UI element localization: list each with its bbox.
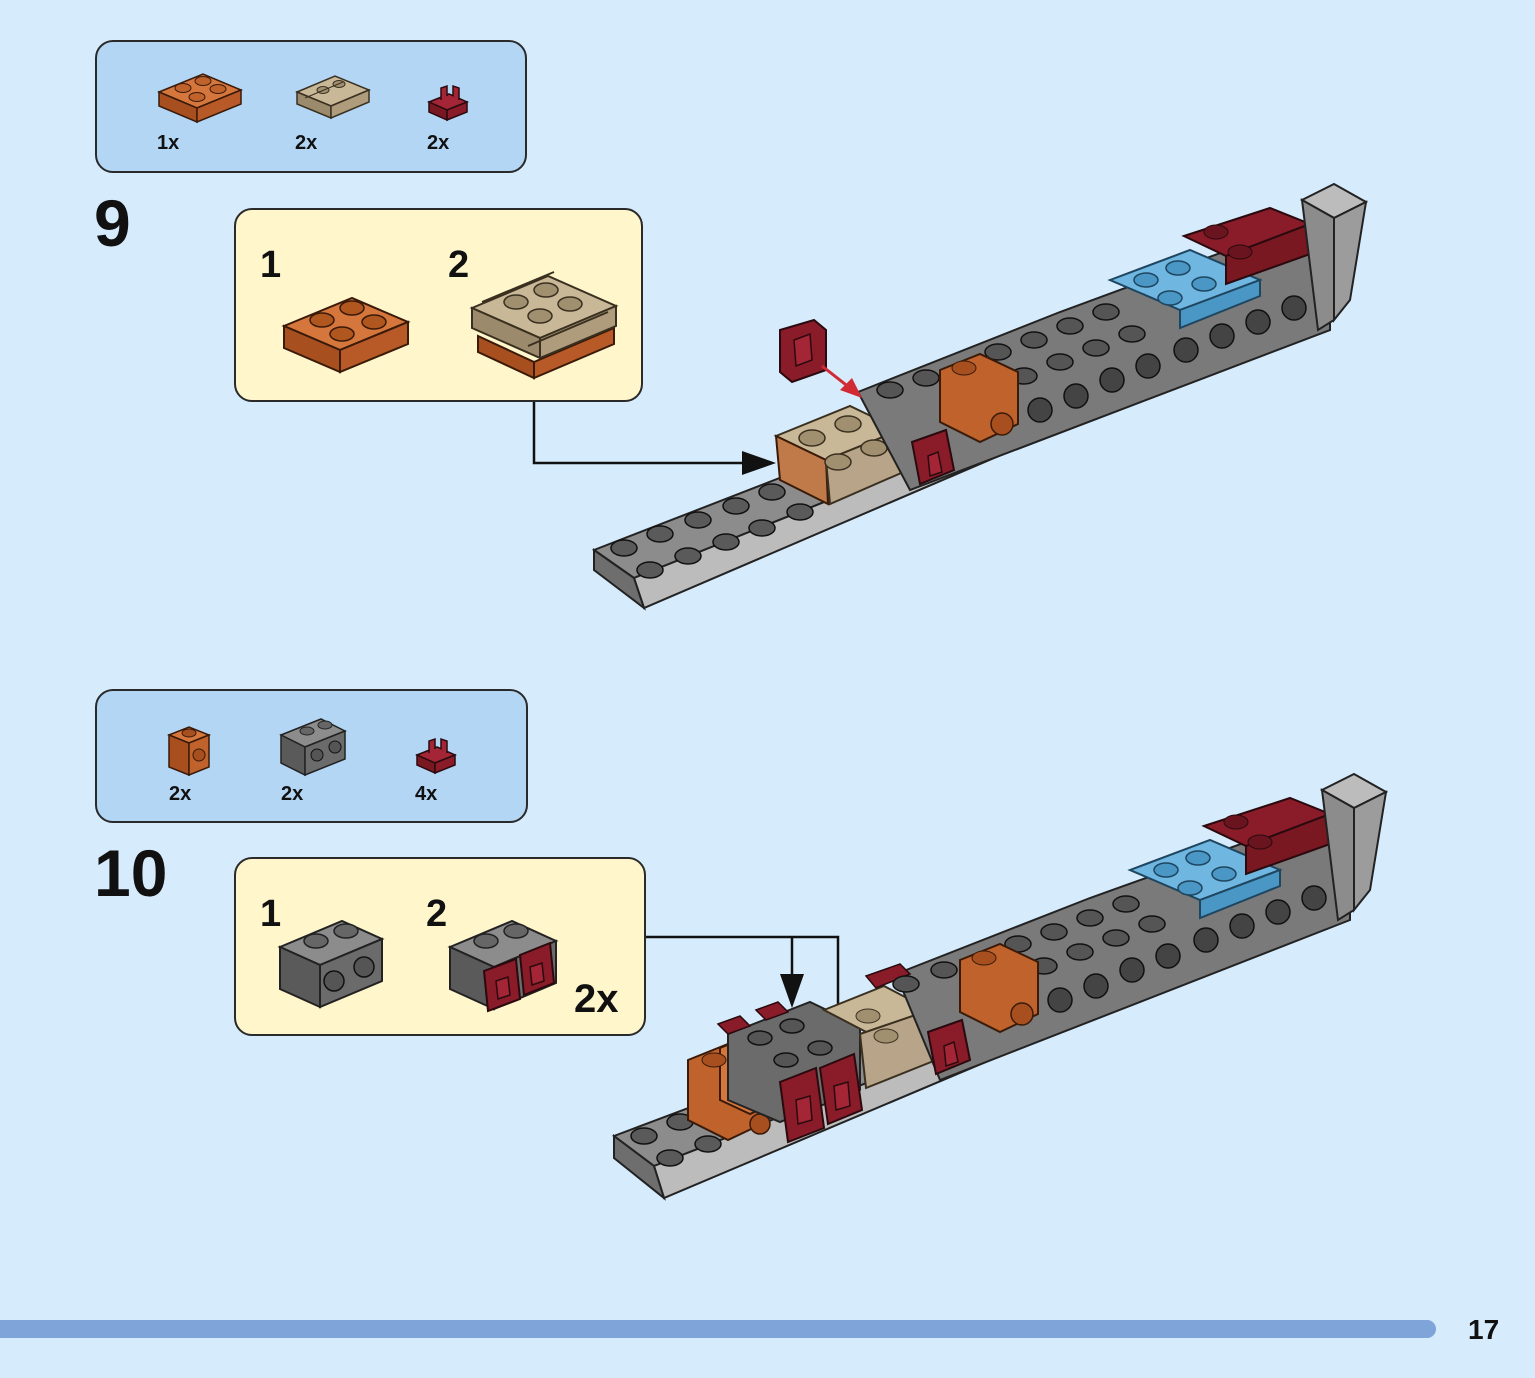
dark-red-clip-icon: [415, 737, 457, 775]
part-qty: 4x: [415, 783, 438, 805]
dark-red-clip-icon: [427, 84, 469, 122]
step-10-parts-box: 2x 2x 4x: [95, 689, 528, 823]
part-qty: 2x: [169, 783, 192, 805]
part-qty: 1x: [157, 132, 180, 154]
substep-number: 1: [260, 244, 282, 286]
orange-brick-1x1-side-stud-icon: [166, 726, 212, 777]
substep-number: 1: [260, 893, 282, 935]
page-number: 17: [1468, 1314, 1500, 1345]
gray-brick-1x2-side-studs-icon: [277, 919, 385, 1009]
orange-plate-2x2-icon: [281, 296, 411, 374]
step-9-model: [591, 182, 1369, 611]
tan-rail-on-orange-plate-icon: [469, 271, 619, 380]
step-number: 9: [94, 186, 131, 260]
page-footer-bar: [0, 1320, 1436, 1338]
part-qty: 2x: [427, 132, 450, 154]
part-qty: 2x: [281, 783, 304, 805]
part-qty: 2x: [295, 132, 318, 154]
gray-brick-with-clips-icon: [447, 919, 559, 1013]
step-10-model: [611, 772, 1389, 1201]
gray-brick-1x2-side-studs-icon: [279, 718, 347, 777]
step-number: 10: [94, 836, 168, 910]
step-9-parts-box: 1x 2x 2x: [95, 40, 527, 173]
substep-number: 2: [448, 244, 470, 286]
orange-plate-2x2-icon: [157, 73, 243, 124]
tan-rail-plate-2x2-icon: [295, 75, 371, 120]
substep-qty: 2x: [574, 977, 619, 1021]
step-10-subassembly-box: 1 2 2x: [234, 857, 646, 1036]
substep-number: 2: [426, 893, 448, 935]
step-9-subassembly-box: 1 2: [234, 208, 643, 402]
